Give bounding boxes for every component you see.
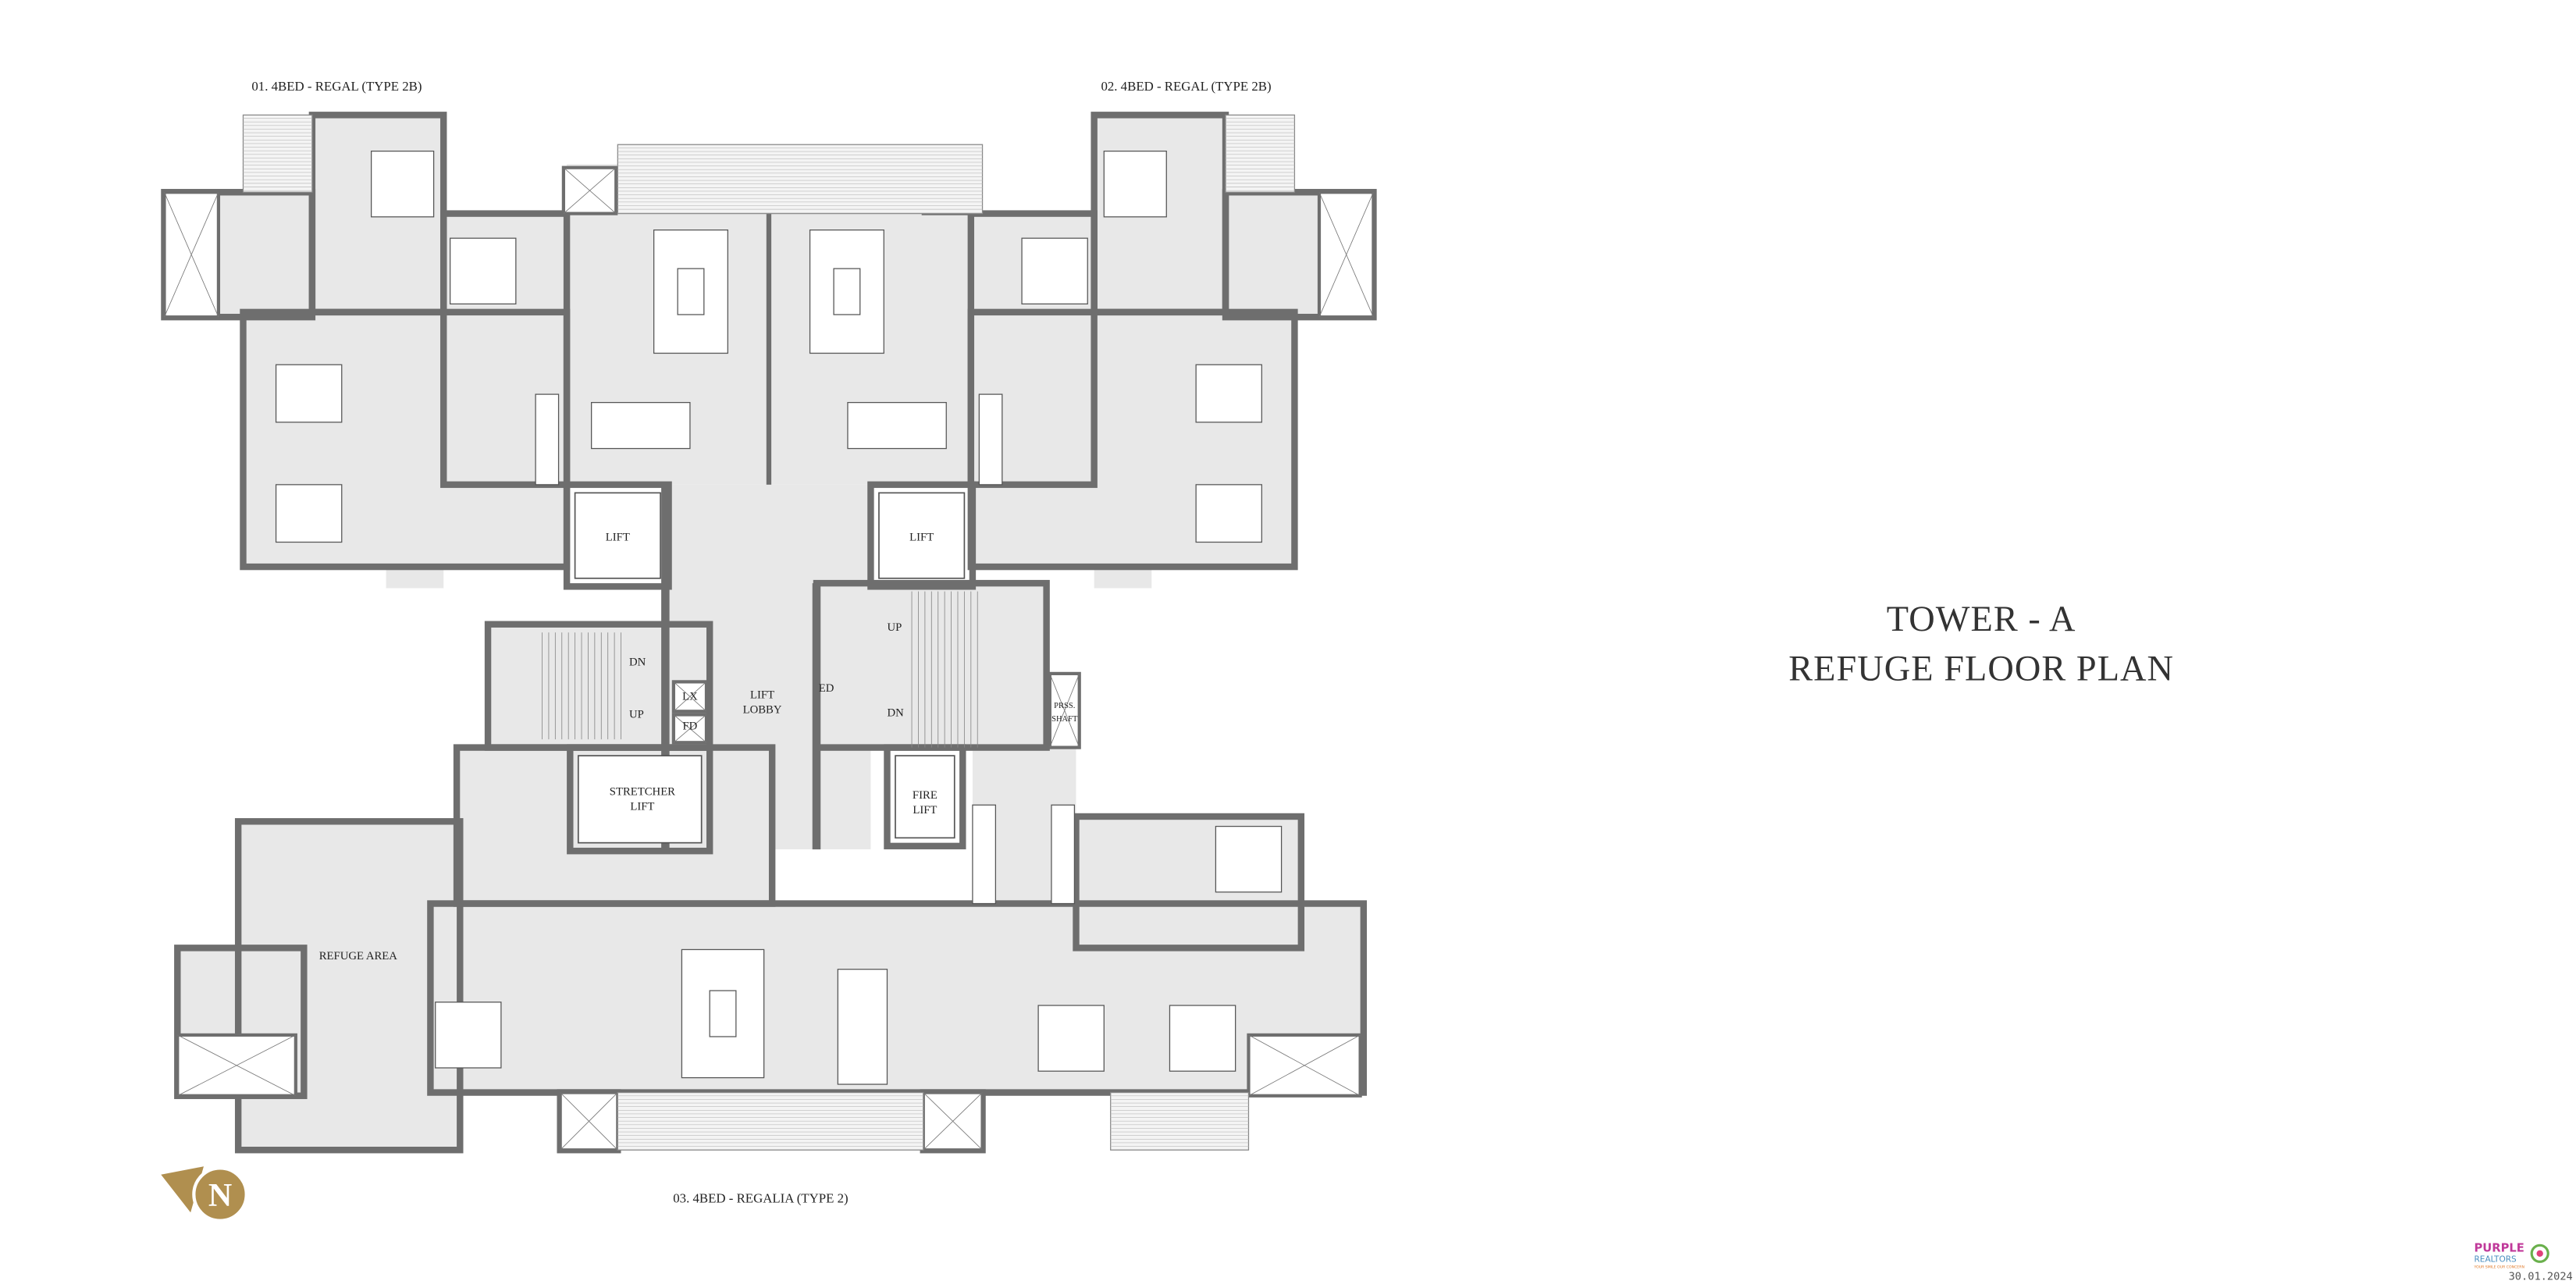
shaft-cross: [1318, 192, 1374, 318]
logo-star-icon: [2530, 1244, 2549, 1263]
kitchen-counter: [535, 393, 560, 486]
shaft-cross: [1049, 673, 1080, 748]
stretcher-lift-label-1: STRETCHER: [610, 786, 675, 799]
prss-shaft-label-1: PRSS.: [1054, 702, 1075, 710]
title-line-1: TOWER - A: [1887, 600, 2076, 639]
coffee-table: [709, 990, 737, 1037]
bed: [275, 484, 343, 543]
north-arrow-circle: [192, 1166, 248, 1222]
north-arrow-icon: N: [161, 1166, 248, 1222]
dining-table: [837, 969, 888, 1085]
stair-right-up: UP: [887, 621, 902, 634]
shaft-cross: [923, 1092, 983, 1151]
lift-lobby-label-2: LOBBY: [743, 703, 782, 716]
wall: [440, 210, 571, 489]
date: 30.01.2024: [2509, 1270, 2573, 1283]
logo-line-1: PURPLE: [2475, 1242, 2524, 1255]
wall: [1073, 813, 1305, 952]
coffee-table: [833, 268, 861, 315]
lift-car: [574, 492, 661, 579]
floor-area: [386, 476, 444, 589]
shaft-cross: [673, 714, 707, 743]
bed: [371, 150, 435, 218]
north-letter: N: [208, 1177, 232, 1214]
unit-label-03: 03. 4BED - REGALIA (TYPE 2): [673, 1191, 848, 1206]
prss-shaft-label-2: SHAFT: [1051, 715, 1078, 724]
kitchen-counter: [972, 804, 997, 905]
fire-lift-label-2: LIFT: [913, 804, 937, 817]
purple-realtors-logo: PURPLE REALTORS YOUR SMILE OUR CONCERN: [2474, 1242, 2549, 1270]
fixtures: [162, 114, 1375, 1152]
unit-label-02: 02. 4BED - REGAL (TYPE 2B): [1101, 79, 1271, 94]
floor-area: [1094, 476, 1152, 589]
shaft-cross: [673, 681, 707, 712]
bed: [1215, 825, 1283, 893]
lift-label-right: LIFT: [909, 531, 934, 543]
balcony: [1225, 114, 1296, 193]
lift-car: [577, 755, 703, 844]
stretcher-lift-label-2: LIFT: [630, 801, 654, 813]
kitchen-counter: [978, 393, 1003, 486]
logo-center-icon: [2536, 1250, 2543, 1258]
stair-left-dn: DN: [629, 656, 646, 668]
lift-car: [878, 492, 966, 579]
fire-lift-label-1: FIRE: [913, 789, 938, 802]
logo-line-2: REALTORS: [2475, 1254, 2517, 1264]
stair-right-dn: DN: [887, 707, 904, 720]
bed: [1195, 364, 1262, 423]
coffee-table: [677, 268, 705, 315]
wall: [234, 818, 464, 1154]
lift-label-left: LIFT: [606, 531, 630, 543]
fd-label: FD: [683, 720, 698, 732]
bed: [1169, 1005, 1236, 1072]
refuge-area-label: REFUGE AREA: [319, 950, 398, 962]
shaft-cross: [560, 1092, 618, 1151]
lift-car: [895, 755, 955, 839]
shaft-cross: [177, 1034, 297, 1097]
bed: [435, 1002, 502, 1069]
bed: [1021, 237, 1088, 304]
bed: [450, 237, 517, 304]
shaft-cross: [563, 167, 617, 214]
stair-left-up: UP: [629, 709, 644, 721]
bed: [1103, 150, 1167, 218]
bed: [1037, 1005, 1105, 1072]
dining-table: [591, 401, 691, 450]
dining-table: [847, 401, 947, 450]
shaft-cross: [1248, 1034, 1361, 1097]
balcony: [242, 114, 313, 193]
floor-areas: [177, 115, 1364, 1151]
lift-lobby-label-1: LIFT: [750, 688, 774, 701]
kitchen-counter: [1051, 804, 1076, 905]
ed-label: ED: [819, 682, 834, 695]
title-line-2: REFUGE FLOOR PLAN: [1788, 649, 2174, 688]
wall: [967, 210, 1098, 489]
lx-label: LX: [682, 691, 698, 703]
bed: [1195, 484, 1262, 543]
bed: [275, 364, 343, 423]
shaft-cross: [164, 192, 219, 318]
unit-label-01: 01. 4BED - REGAL (TYPE 2B): [251, 79, 422, 94]
logo-tagline: YOUR SMILE OUR CONCERN: [2474, 1265, 2524, 1270]
